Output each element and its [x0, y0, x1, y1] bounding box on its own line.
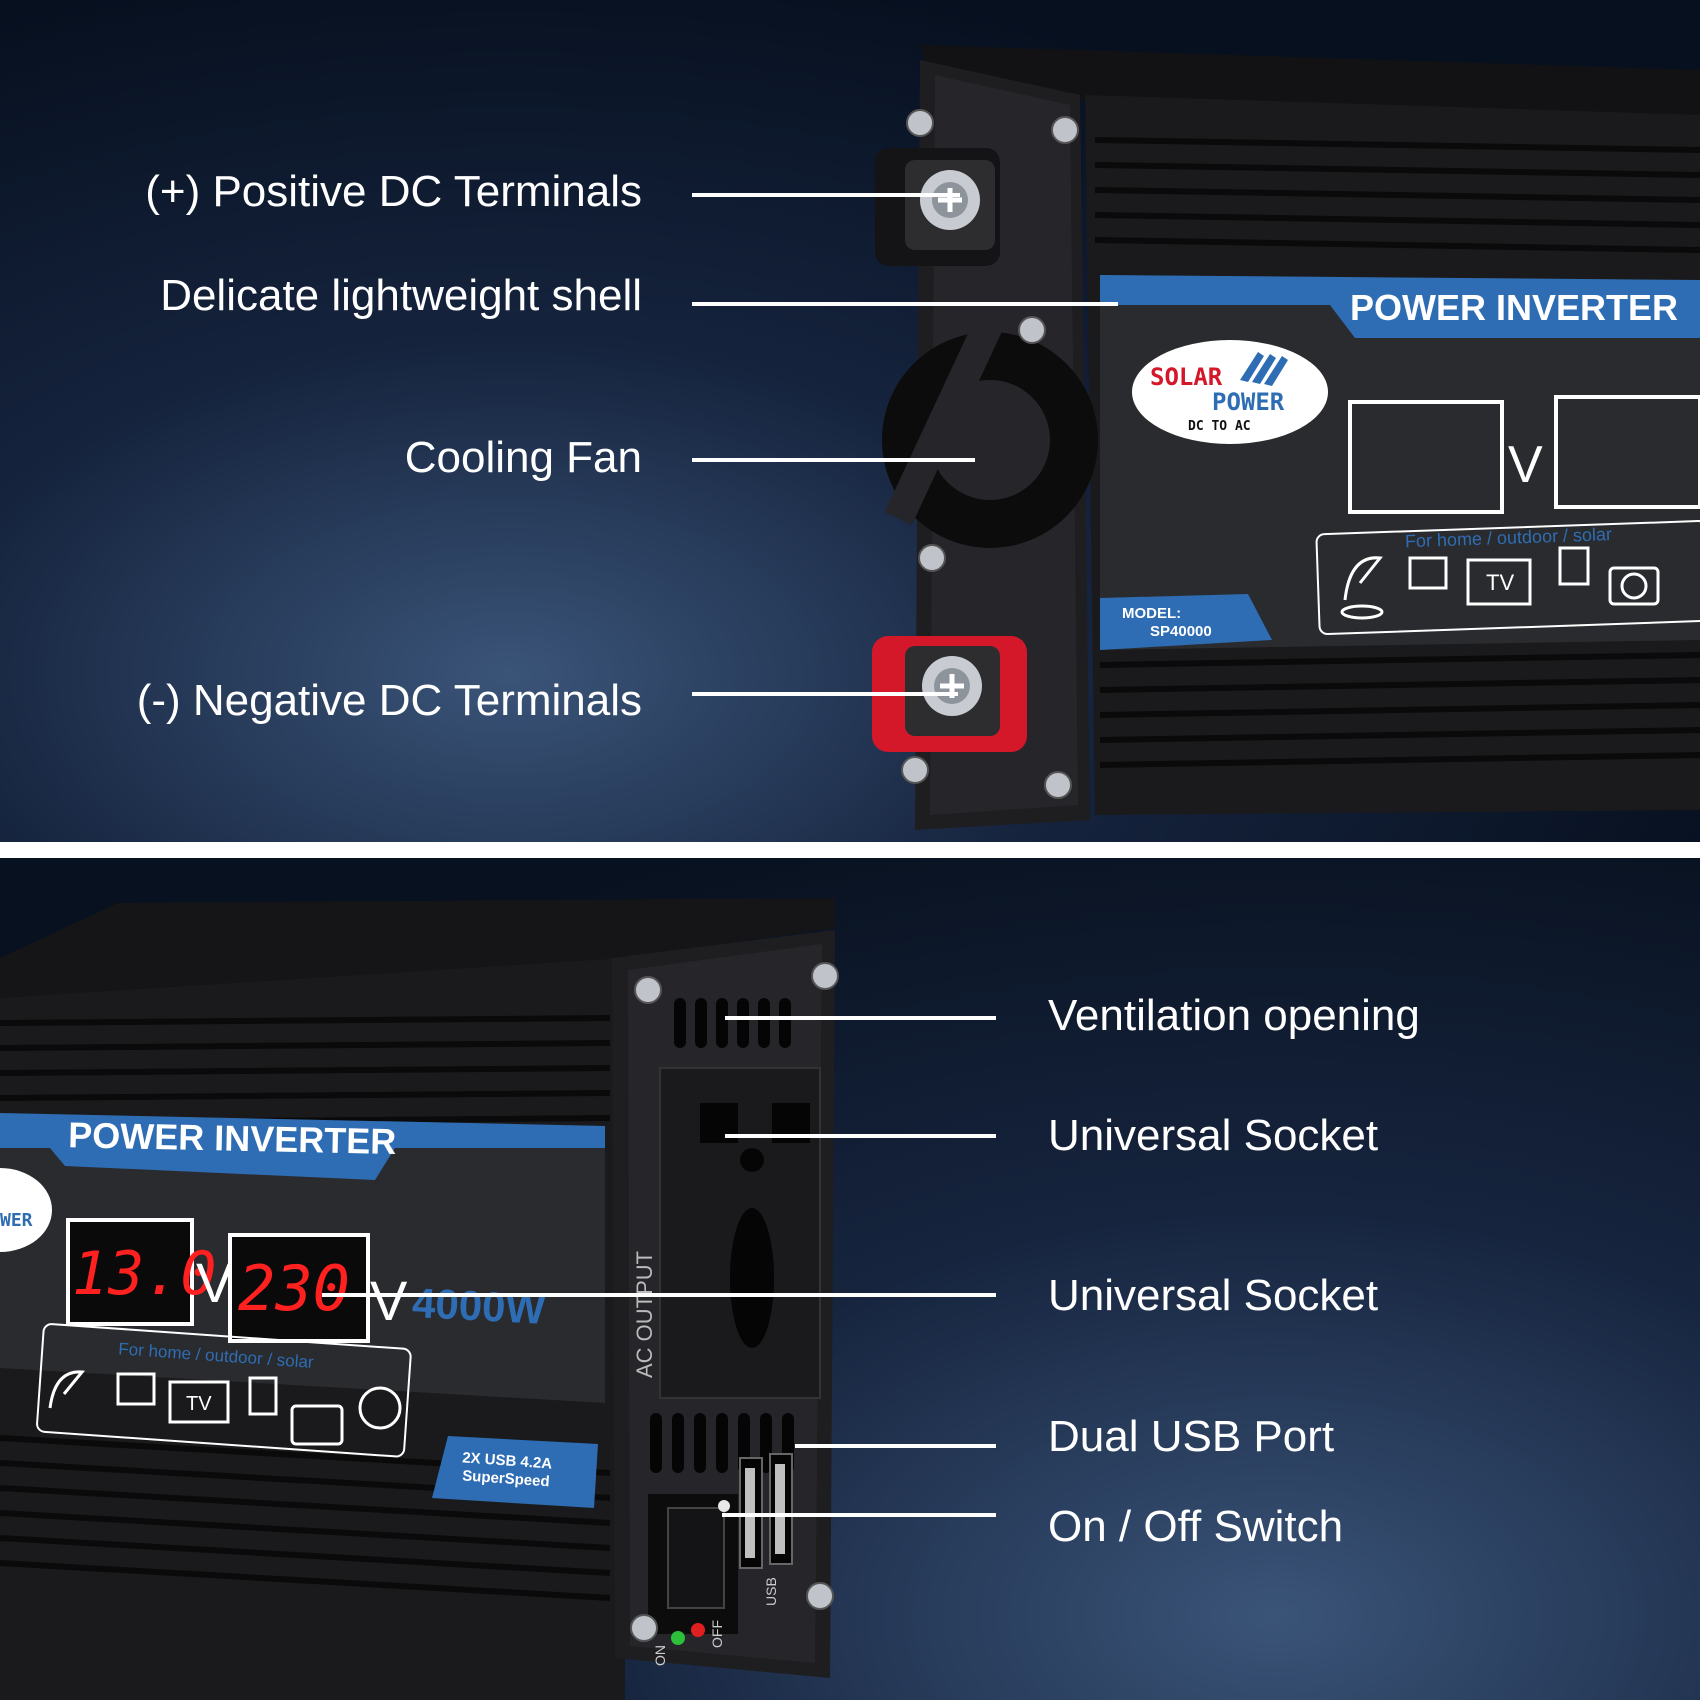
panel-divider: [0, 842, 1700, 858]
bottom-callout-lines: [322, 1016, 996, 1517]
on-indicator-led: [671, 1631, 685, 1645]
positive-terminal: [875, 148, 1000, 266]
tv-icon: [168, 1380, 230, 1424]
logo-sun-rays-icon: [1240, 352, 1288, 386]
callout-positive-dc-terminals: (+) Positive DC Terminals: [145, 167, 642, 216]
casing-top-rail: [920, 45, 1700, 120]
cooling-fan: [882, 312, 1098, 548]
lamp-icon: [1343, 556, 1383, 601]
end-cap-screws: [901, 109, 1079, 799]
bottom-tv-label: TV: [186, 1393, 212, 1415]
output-voltage-display: [1554, 395, 1700, 509]
computer-icon: [1558, 546, 1590, 586]
tv-icon: [1466, 558, 1532, 606]
appliance-icons: [48, 1370, 402, 1446]
top-banner-text: POWER INVERTER: [1350, 287, 1678, 328]
ac-output-label: AC OUTPUT: [632, 1251, 657, 1378]
off-indicator-led: [691, 1623, 705, 1637]
laptop-icon: [1408, 556, 1448, 590]
usb-badge-line1: 2X USB 4.2A: [462, 1449, 553, 1472]
banner-stripe: [0, 1113, 605, 1180]
top-panel: POWER INVERTER SOLAR POWER DC TO AC V Fo…: [0, 0, 1700, 842]
wattage-text: 4000W: [411, 1279, 547, 1333]
model-tag: [1100, 594, 1272, 650]
universal-socket: [659, 1067, 821, 1399]
lamp-base-icon: [1340, 604, 1384, 620]
top-callout-lines: [692, 193, 1118, 696]
end-cap-screws: [630, 962, 839, 1642]
camera-icon: [1608, 566, 1660, 606]
output-voltage-led: [228, 1233, 370, 1343]
casing-ribs: [1094, 137, 1700, 768]
on-label: ON: [652, 1645, 668, 1666]
appliance-icons: [1340, 546, 1660, 620]
output-voltage-unit: V: [370, 1269, 408, 1332]
off-label: OFF: [709, 1620, 725, 1648]
callout-universal-socket-2: Universal Socket: [1048, 1271, 1379, 1320]
callout-universal-socket-1: Universal Socket: [1048, 1111, 1379, 1160]
callout-dual-usb-port: Dual USB Port: [1048, 1412, 1335, 1461]
bottom-banner-text: POWER INVERTER: [68, 1114, 397, 1162]
display-unit-v: V: [1508, 436, 1543, 494]
partial-logo: [0, 1168, 52, 1252]
appliance-icon-strip: [36, 1323, 412, 1458]
camera-lens-icon: [1620, 572, 1648, 600]
ventilation-slots-top: [674, 998, 791, 1048]
callout-on-off-switch: On / Off Switch: [1048, 1502, 1344, 1551]
model-label: MODEL:: [1122, 605, 1181, 622]
callout-negative-dc-terminals: (-) Negative DC Terminals: [136, 676, 642, 725]
lamp-icon: [48, 1370, 85, 1409]
fan-icon: [358, 1386, 402, 1430]
appliance-icon-strip: [1315, 520, 1700, 636]
usb-port-label: USB: [763, 1577, 779, 1606]
output-voltage-value: 230: [238, 1252, 350, 1325]
callout-cooling-fan: Cooling Fan: [404, 433, 642, 482]
top-inverter-illustration: POWER INVERTER SOLAR POWER DC TO AC V Fo…: [692, 45, 1700, 830]
casing-top-rail: [0, 898, 835, 998]
partial-logo-text: WER: [0, 1210, 33, 1231]
input-voltage-unit: V: [196, 1251, 234, 1314]
input-voltage-display: [1348, 400, 1504, 514]
input-voltage-value: 13.0: [72, 1239, 217, 1309]
input-voltage-led: [66, 1218, 194, 1326]
top-tv-label: TV: [1486, 570, 1514, 595]
callout-lightweight-shell: Delicate lightweight shell: [160, 271, 642, 320]
logo-dc-to-ac-text: DC TO AC: [1188, 419, 1251, 434]
usb-badge-line2: SuperSpeed: [462, 1467, 551, 1490]
logo-solar-text: SOLAR: [1150, 363, 1223, 391]
bottom-inverter-illustration: POWER INVERTER WER 13.0 V 230 V 4000W Fo…: [0, 898, 996, 1700]
laptop-icon: [116, 1372, 156, 1406]
computer-icon: [248, 1376, 278, 1416]
bottom-panel: POWER INVERTER WER 13.0 V 230 V 4000W Fo…: [0, 858, 1700, 1700]
on-off-switch: [648, 1494, 738, 1634]
callout-ventilation-opening: Ventilation opening: [1048, 991, 1420, 1040]
banner-stripe: [1100, 275, 1700, 338]
model-value: SP40000: [1150, 623, 1212, 640]
logo-power-text: POWER: [1212, 388, 1285, 416]
camera-icon: [290, 1404, 344, 1446]
usb-badge: [432, 1436, 598, 1508]
